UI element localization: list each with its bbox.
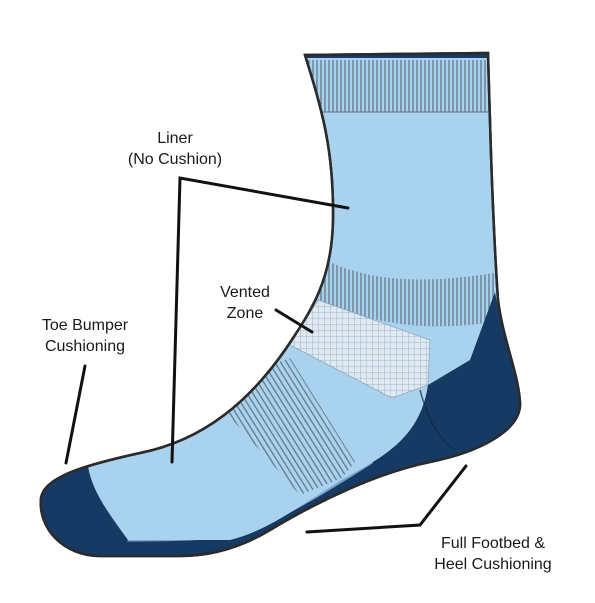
toe-leader (64, 364, 87, 465)
toe-bumper-cushion (40, 466, 128, 556)
instep-ribbing (222, 358, 355, 495)
toe-bumper-label: Toe Bumper Cushioning (20, 315, 150, 357)
footbed-heel-label: Full Footbed & Heel Cushioning (418, 533, 568, 575)
cuff-band (290, 53, 510, 58)
ankle-ribbing (315, 262, 505, 327)
vented-label-line1: Vented (220, 284, 270, 301)
vented-leader (274, 308, 314, 334)
liner-leader (170, 176, 350, 464)
vented-label-line2: Zone (226, 305, 264, 322)
liner-label-line1: Liner (157, 130, 193, 147)
footbed-leader (305, 464, 468, 534)
vented-zone-label: Vented Zone (200, 282, 290, 324)
liner-label: Liner (No Cushion) (110, 128, 240, 170)
footbed-label-line2: Heel Cushioning (434, 556, 552, 573)
liner-label-line2: (No Cushion) (127, 151, 223, 168)
toe-label-line1: Toe Bumper (41, 317, 129, 334)
footbed-label-line1: Full Footbed & (440, 535, 546, 552)
heel-footbed-cushion (120, 292, 521, 556)
leader-lines (64, 176, 468, 534)
cuff-ribbing (300, 60, 500, 112)
sock-body (39, 51, 522, 558)
toe-label-line2: Cushioning (44, 338, 126, 355)
